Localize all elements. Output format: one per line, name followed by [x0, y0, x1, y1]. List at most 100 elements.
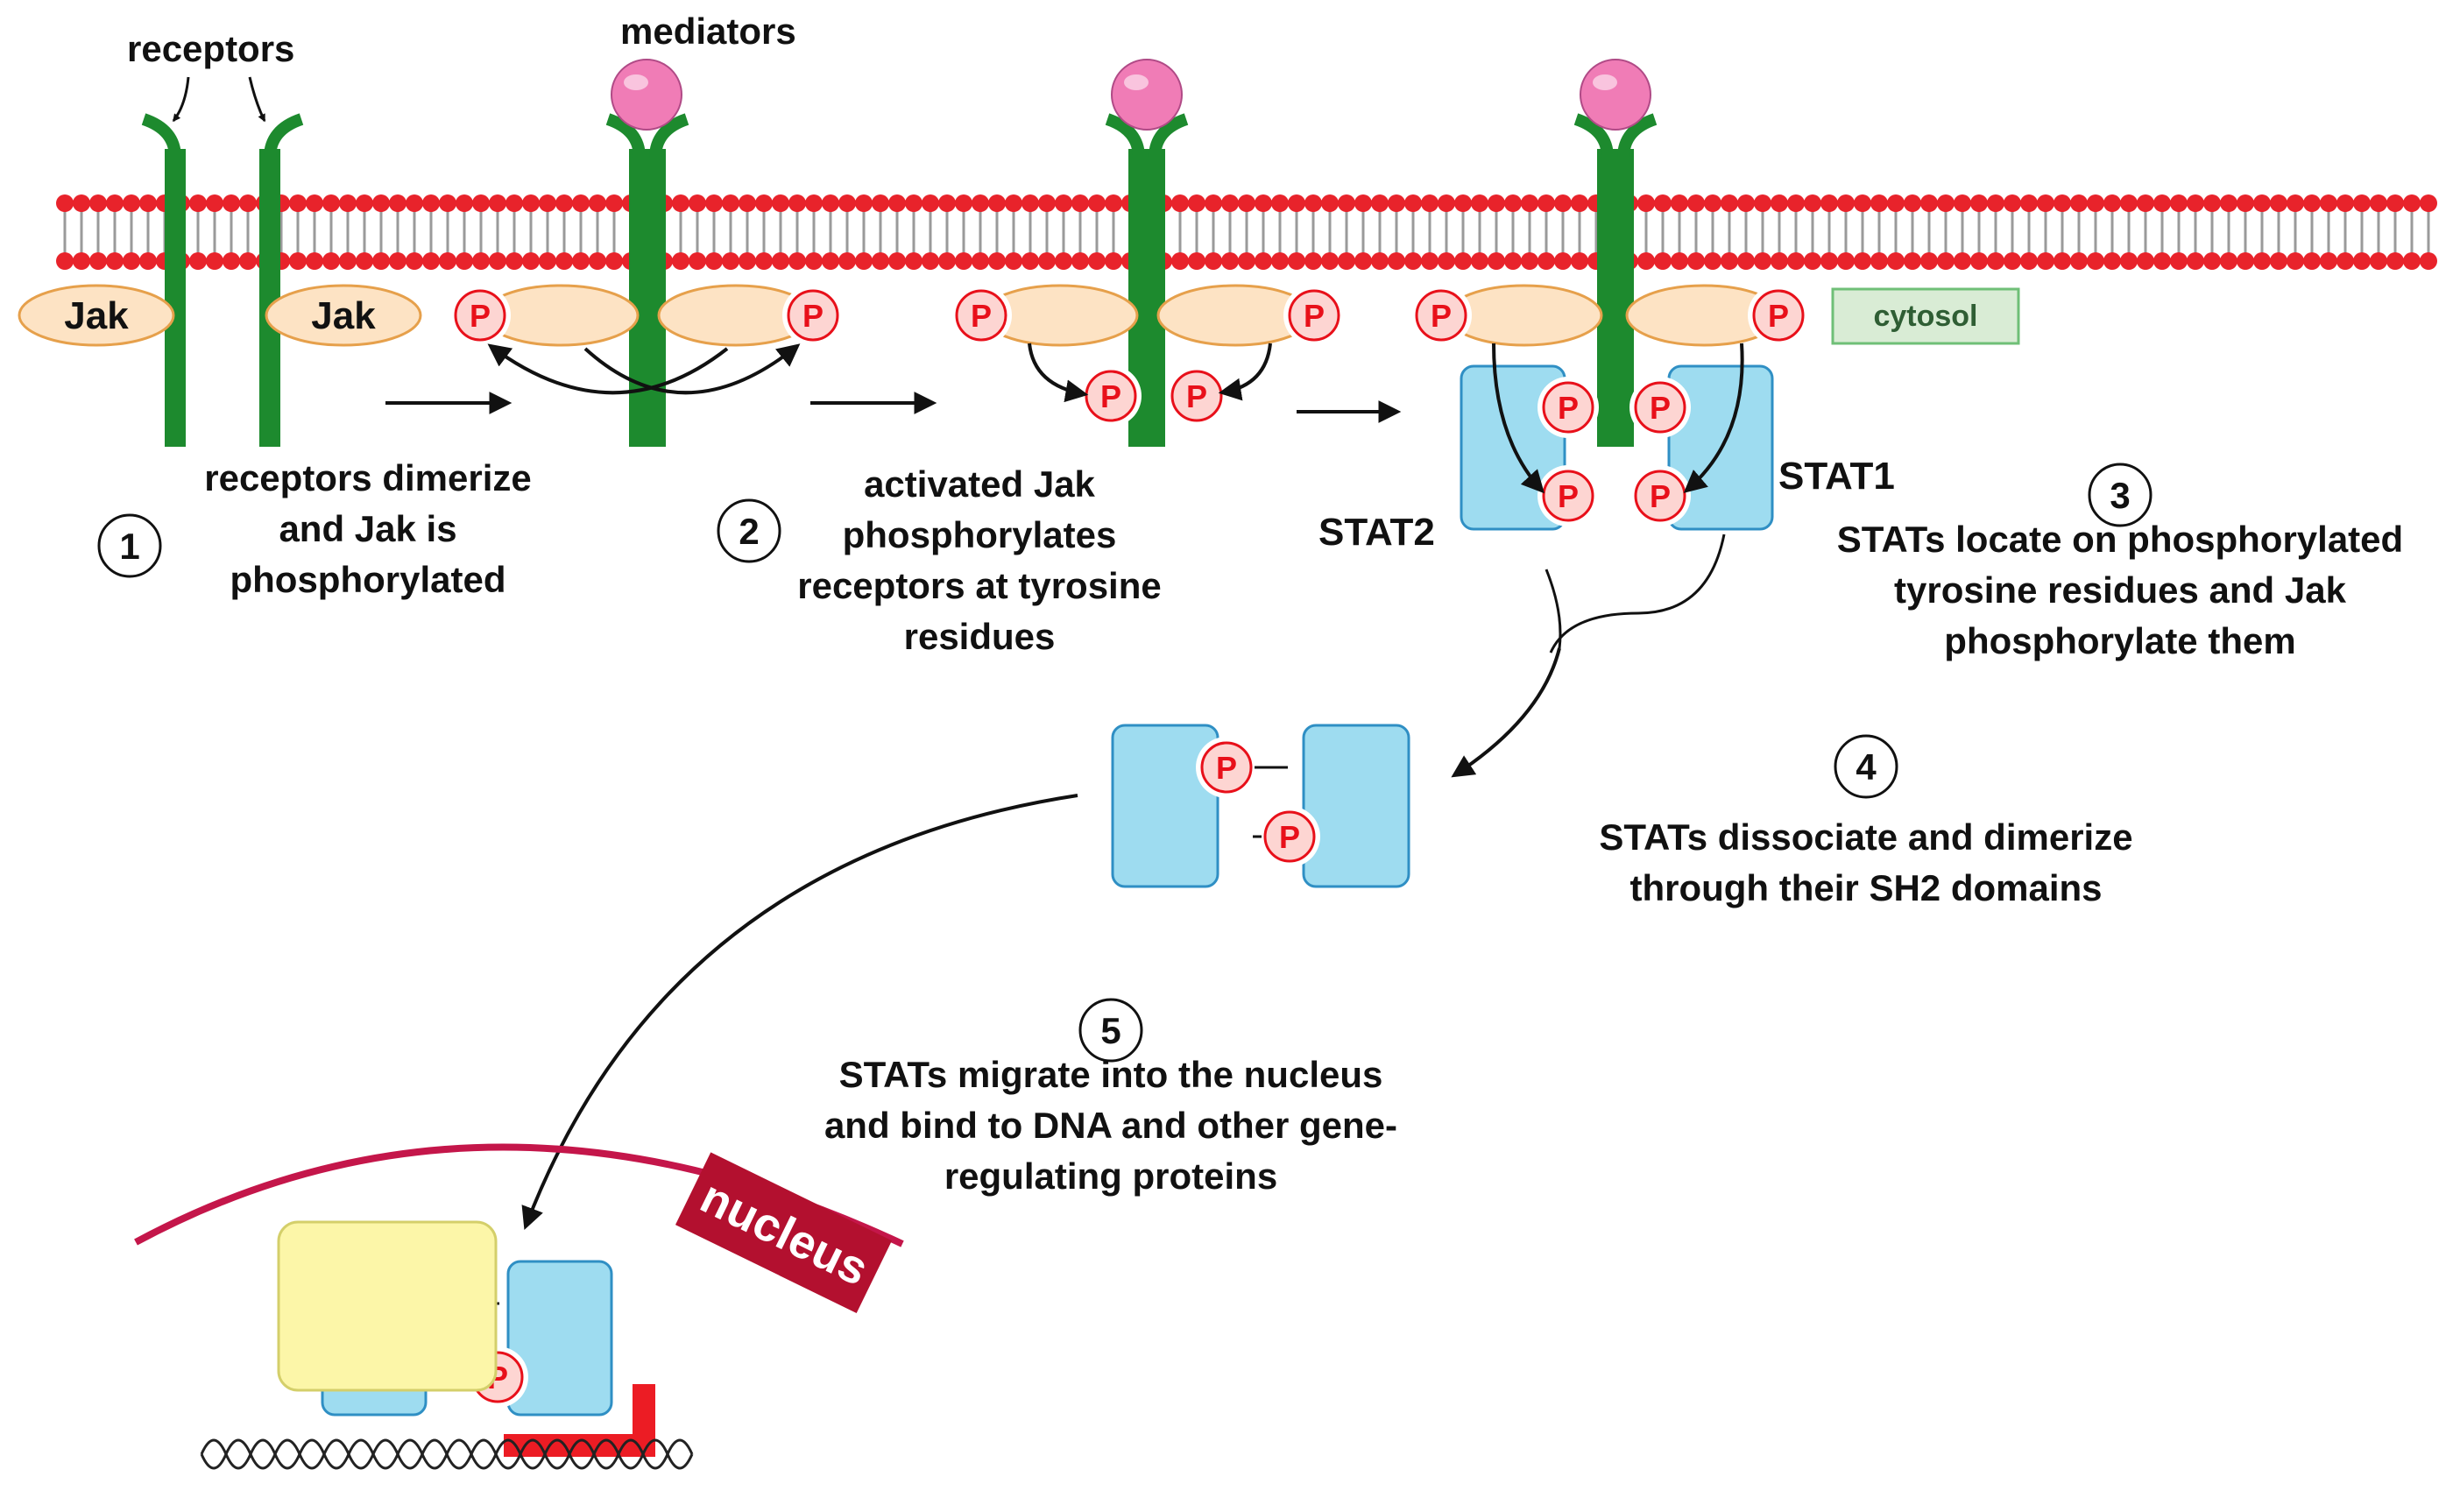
- lipid-head: [2054, 252, 2071, 270]
- lipid-head: [2353, 252, 2371, 270]
- phosphate-circle: [1634, 381, 1686, 434]
- lipid-head: [1454, 252, 1472, 270]
- phosphate-groups: PPPPPPPPPPPPPPPP: [400, 285, 1809, 1408]
- lipid-head: [2137, 252, 2154, 270]
- lipid-head: [505, 194, 523, 212]
- lipid-head: [1271, 252, 1289, 270]
- lipid-head: [339, 252, 357, 270]
- lipid-head: [289, 252, 307, 270]
- lipid-head: [2253, 252, 2271, 270]
- lipid-head: [2087, 252, 2104, 270]
- lipid-head: [189, 194, 207, 212]
- lipid-head: [1820, 252, 1838, 270]
- lipid-head: [722, 252, 739, 270]
- lipid-head: [1887, 194, 1905, 212]
- cytosol-tag: cytosol: [1831, 287, 2020, 345]
- lipid-head: [1421, 194, 1439, 212]
- lipid-head: [2037, 252, 2054, 270]
- jak-ellipse: [265, 284, 422, 347]
- lipid-head: [672, 252, 689, 270]
- lipid-head: [2320, 252, 2337, 270]
- receptor-arm: [1149, 113, 1189, 159]
- lipid-head: [572, 252, 590, 270]
- lipid-head: [1304, 252, 1322, 270]
- lipid-head: [2270, 252, 2287, 270]
- receptors-pointer-left: [172, 76, 190, 123]
- lipid-head: [1954, 252, 1971, 270]
- lipid-head: [1454, 194, 1472, 212]
- lipid-head: [322, 252, 340, 270]
- receptor-stem: [1613, 149, 1634, 447]
- phosphate-circle: [1542, 381, 1594, 434]
- lipid-head: [539, 194, 556, 212]
- lipid-head: [1887, 252, 1905, 270]
- lipid-head: [1787, 252, 1805, 270]
- lipid-head: [1737, 252, 1755, 270]
- lipid-head: [1837, 194, 1855, 212]
- lipid-head: [739, 194, 756, 212]
- lipid-head: [56, 252, 74, 270]
- step-caption-line: STATs dissociate and dimerize: [1599, 816, 2132, 858]
- lipid-head: [306, 252, 323, 270]
- step-number-circle: [717, 498, 781, 563]
- lipid-head: [1005, 194, 1022, 212]
- lipid-head: [1438, 252, 1455, 270]
- phosphate-circle: [787, 289, 839, 342]
- lipid-head: [1870, 194, 1888, 212]
- lipid-head: [972, 252, 989, 270]
- receptor-chain: [259, 113, 304, 447]
- receptors: [141, 113, 1658, 447]
- mediators-label: mediators: [620, 11, 796, 52]
- receptors-pointer-right: [248, 76, 266, 123]
- lipid-head: [1637, 252, 1655, 270]
- step-number: 2: [739, 511, 759, 552]
- lipid-head: [1854, 194, 1871, 212]
- lipid-head: [1088, 194, 1106, 212]
- receptor-arm: [649, 113, 689, 159]
- lipid-head: [106, 194, 124, 212]
- phosphate: P: [1629, 377, 1691, 438]
- lipid-head: [89, 252, 107, 270]
- step-caption-line: STATs migrate into the nucleus: [839, 1054, 1383, 1095]
- lipid-head: [522, 252, 540, 270]
- lipid-head: [1105, 194, 1122, 212]
- lipid-head: [2103, 252, 2121, 270]
- lipid-head: [788, 194, 806, 212]
- lipid-head: [1338, 194, 1355, 212]
- lipid-head: [589, 194, 606, 212]
- mediator-ligand: [1111, 59, 1183, 131]
- receptor-stem: [1144, 149, 1165, 447]
- lipid-head: [2336, 252, 2354, 270]
- stat1-label: STAT1: [1778, 455, 1895, 498]
- phosphate-label: P: [1304, 298, 1325, 334]
- lipid-head: [922, 194, 939, 212]
- step-number: 3: [2110, 475, 2130, 516]
- lipid-head: [1088, 252, 1106, 270]
- lipid-head: [206, 252, 223, 270]
- lipid-head: [1771, 252, 1788, 270]
- lipid-head: [1471, 252, 1488, 270]
- lipid-head: [689, 194, 706, 212]
- lipid-head: [888, 194, 906, 212]
- stat-dimer-right: [1302, 724, 1410, 888]
- lipid-head: [905, 194, 922, 212]
- lipid-head: [289, 194, 307, 212]
- jak: Jak: [265, 284, 422, 347]
- lipid-head: [705, 252, 723, 270]
- lipid-head: [306, 194, 323, 212]
- receptor-arm: [605, 113, 646, 159]
- lipid-head: [2187, 252, 2204, 270]
- lipid-head: [1671, 252, 1688, 270]
- lipid-head: [1571, 194, 1588, 212]
- lipid-head: [755, 194, 773, 212]
- receptor-arm: [141, 113, 181, 159]
- lipid-head: [1754, 252, 1771, 270]
- lipid-head: [739, 252, 756, 270]
- phosphate: P: [449, 285, 511, 346]
- lipid-head: [972, 194, 989, 212]
- lipid-head: [2103, 194, 2121, 212]
- step-caption-line: and Jak is: [279, 508, 456, 549]
- lipid-head: [1721, 252, 1738, 270]
